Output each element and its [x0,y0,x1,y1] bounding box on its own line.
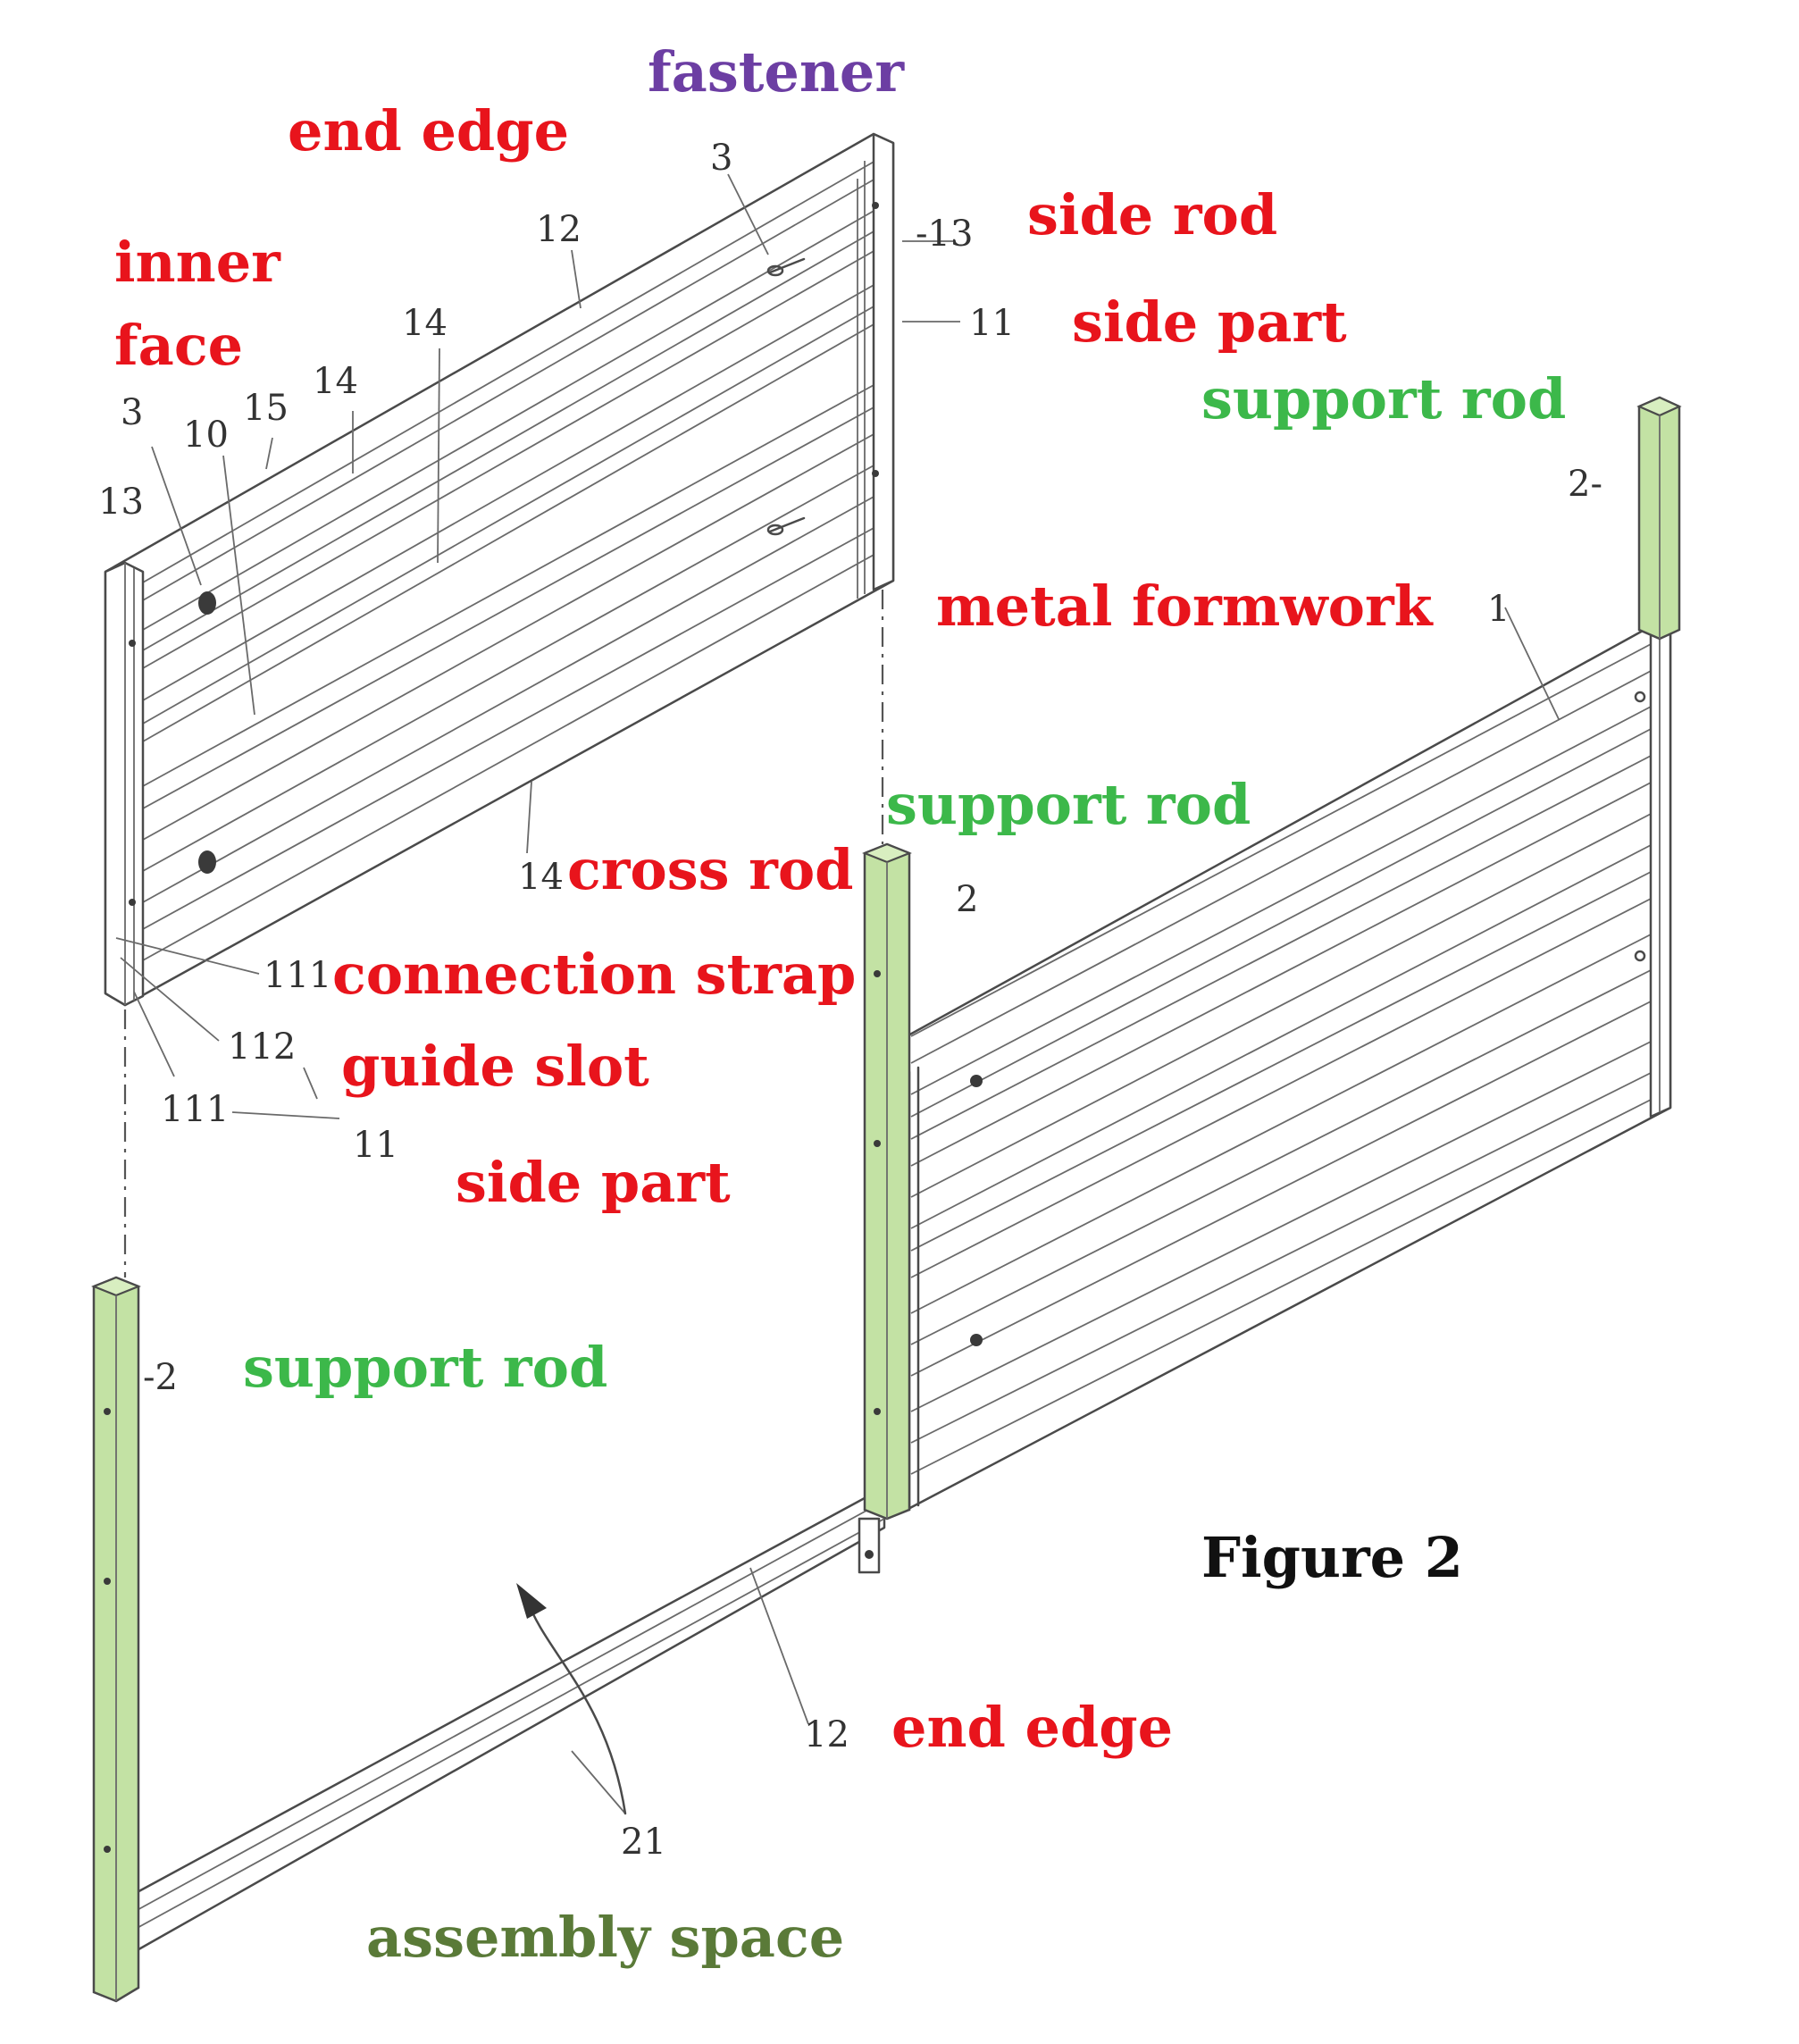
ref-number: -2 [143,1357,178,1398]
label-side-rod: side rod [1027,182,1277,247]
label-metal-formwork: metal formwork [936,574,1435,639]
support-rod-middle [862,842,912,1520]
label-side-part-top: side part [1072,289,1347,355]
upper-formwork-panel [104,132,960,1119]
ref-number: 21 [621,1822,666,1863]
ref-number: 111 [264,955,331,996]
fastener-bolt [766,516,806,536]
ref-number: 10 [183,415,229,456]
label-cross-rod: cross rod [567,837,854,902]
ref-number: -13 [916,214,973,255]
ref-number: 111 [161,1089,229,1130]
support-rod-right [1636,396,1682,641]
ref-number: 15 [243,388,289,429]
ref-number: 14 [402,303,448,344]
lower-formwork-panel [905,607,1672,1512]
ref-number: 112 [228,1026,296,1068]
figure-title: Figure 2 [1201,1525,1463,1590]
ref-number: 14 [313,361,358,402]
ref-number: 3 [710,138,732,179]
fastener-bolt [766,257,806,277]
ref-number: 1 [1487,589,1510,630]
label-face: face [114,313,243,378]
label-support-rod-right: support rod [1201,366,1566,431]
label-assembly-space: assembly space [366,1905,844,1970]
label-end-edge-bottom: end edge [891,1695,1173,1760]
label-inner: inner [114,230,281,295]
label-guide-slot: guide slot [341,1034,649,1099]
ref-number: 3 [121,392,143,433]
ref-number: 11 [969,303,1015,344]
ref-number: 2 [956,879,978,920]
fastener-hole [198,591,216,615]
fastener-hole [198,850,216,874]
ref-number: 12 [536,209,582,250]
label-fastener: fastener [648,39,905,105]
label-connection-strap: connection strap [332,942,856,1007]
label-support-rod-middle: support rod [886,772,1251,837]
ref-number: 13 [98,482,144,523]
label-side-part-bottom: side part [456,1150,731,1215]
label-support-rod-left: support rod [243,1335,607,1400]
ref-number: 14 [518,857,564,898]
label-end-edge-top: end edge [288,98,569,163]
support-rod-left [91,1276,141,2003]
bottom-end-edge-bar [132,1486,886,1954]
ref-number: 2- [1568,464,1602,505]
ref-number: 12 [804,1714,849,1755]
ref-number: 11 [353,1125,398,1166]
